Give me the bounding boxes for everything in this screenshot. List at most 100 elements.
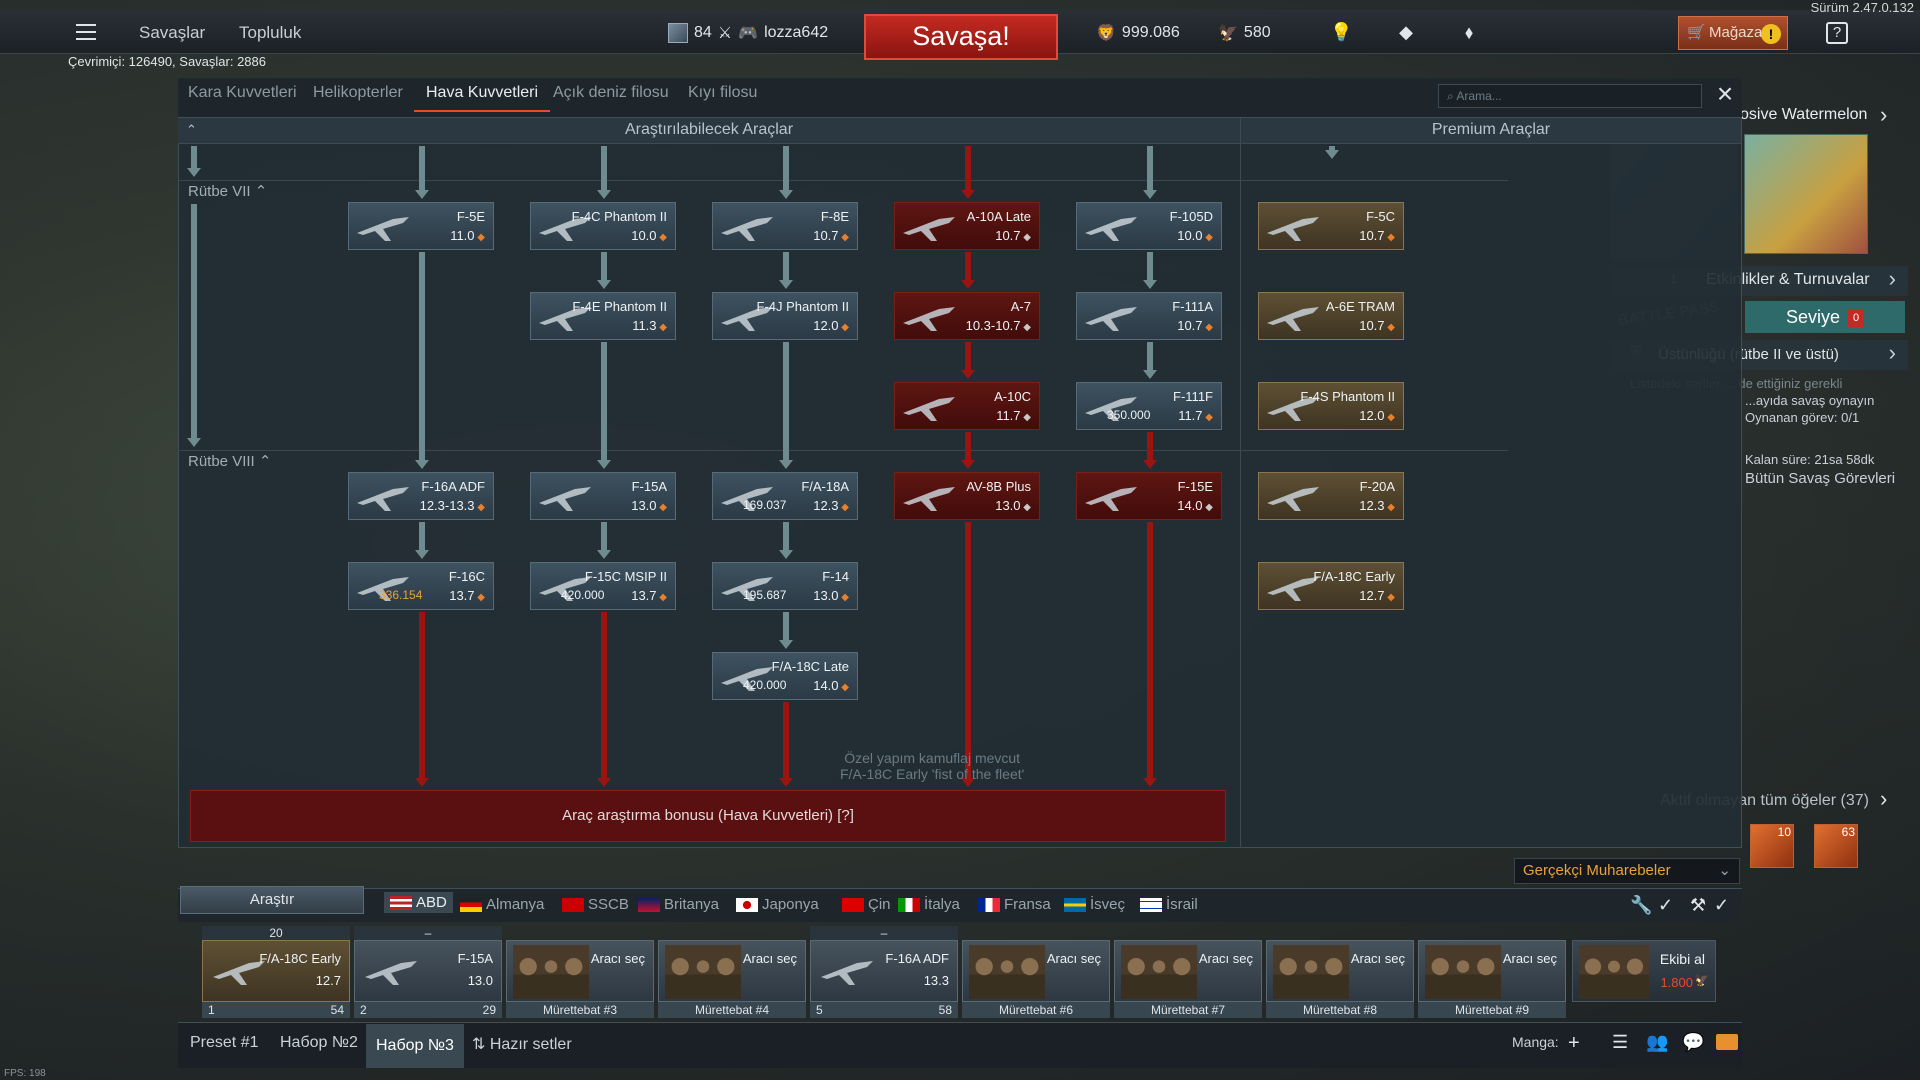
tab-helicopters[interactable]: Helikopterler bbox=[313, 84, 403, 101]
tab-aviation[interactable]: Hava Kuvvetleri bbox=[414, 84, 551, 112]
rank-7-label[interactable]: Rütbe VII ⌃ bbox=[188, 183, 268, 200]
hamburger-menu-icon[interactable] bbox=[76, 24, 96, 40]
country-tab-5[interactable]: Çin bbox=[842, 896, 891, 913]
ready-presets-button[interactable]: ⇅ Hazır setler bbox=[472, 1034, 572, 1054]
tab-coastal[interactable]: Kıyı filosu bbox=[688, 84, 758, 101]
shop-button[interactable]: 🛒 Mağaza ! bbox=[1678, 16, 1788, 50]
crew-card[interactable]: Aracı seç bbox=[1114, 940, 1262, 1002]
country-tab-7[interactable]: Fransa bbox=[978, 896, 1051, 913]
inventory-item-2[interactable]: 63 bbox=[1814, 824, 1858, 868]
crew-card[interactable]: Aracı seç bbox=[1418, 940, 1566, 1002]
friends-icon[interactable]: 👥 bbox=[1646, 1032, 1669, 1052]
preset-1[interactable]: Preset #1 bbox=[190, 1034, 259, 1051]
search-input[interactable]: ⌕ Arama... bbox=[1438, 84, 1702, 108]
event-image[interactable] bbox=[1744, 134, 1868, 254]
decal-icon[interactable]: ◆ bbox=[1399, 22, 1413, 42]
check-icon[interactable]: ✓ bbox=[1658, 895, 1674, 915]
golden-eagles[interactable]: 🦅 580 bbox=[1218, 23, 1271, 43]
battle-button[interactable]: Savaşa! bbox=[864, 14, 1058, 60]
country-tab-8[interactable]: İsveç bbox=[1064, 896, 1125, 913]
rank-8-label[interactable]: Rütbe VIII ⌃ bbox=[188, 453, 272, 470]
chevron-right-icon[interactable]: › bbox=[1880, 102, 1888, 127]
country-tab-3[interactable]: Britanya bbox=[638, 896, 719, 913]
country-tab-0[interactable]: ABD bbox=[384, 892, 453, 913]
research-bonus-bar[interactable]: Araç araştırma bonusu (Hava Kuvvetleri) … bbox=[190, 790, 1226, 842]
profile-info[interactable]: 84 ⚔ 🎮 lozza642 bbox=[668, 23, 828, 43]
country-tab-9[interactable]: İsrail bbox=[1140, 896, 1198, 913]
tab-bluewater[interactable]: Açık deniz filosu bbox=[553, 84, 669, 101]
game-mode-select[interactable]: Gerçekçi Muharebeler ⌄ bbox=[1514, 858, 1740, 884]
silver-lions[interactable]: 🦁 999.086 bbox=[1096, 23, 1180, 43]
check-all-icon[interactable]: ✓ bbox=[1714, 895, 1730, 915]
country-tab-1[interactable]: Almanya bbox=[460, 896, 544, 913]
crew-card[interactable]: Aracı seç bbox=[1266, 940, 1414, 1002]
list-icon[interactable]: ☰ bbox=[1612, 1032, 1629, 1052]
chat-icon[interactable]: 💬 bbox=[1682, 1032, 1705, 1052]
country-tab-2[interactable]: SSCB bbox=[562, 896, 629, 913]
research-button[interactable]: Araştır bbox=[180, 886, 364, 914]
inventory-item-1[interactable]: 10 bbox=[1750, 824, 1794, 868]
crew-card[interactable]: Aracı seç bbox=[506, 940, 654, 1002]
lightbulb-icon[interactable]: 💡 bbox=[1330, 22, 1353, 42]
help-button[interactable]: ? bbox=[1826, 22, 1848, 44]
tab-ground[interactable]: Kara Kuvvetleri bbox=[188, 84, 297, 101]
nav-community[interactable]: Topluluk bbox=[239, 23, 302, 42]
repair-all-icon[interactable]: ⚒ bbox=[1690, 895, 1707, 915]
all-battle-tasks-link[interactable]: Bütün Savaş Görevleri bbox=[1745, 470, 1896, 487]
collapse-up-icon[interactable]: ⌃ bbox=[186, 122, 197, 137]
event-title[interactable]: osive Watermelon bbox=[1740, 106, 1868, 123]
mail-icon[interactable] bbox=[1716, 1034, 1738, 1050]
ticket-icon[interactable]: ⬧ bbox=[1464, 22, 1474, 42]
close-icon[interactable]: × bbox=[1716, 78, 1734, 109]
nav-battles[interactable]: Savaşlar bbox=[139, 23, 206, 42]
country-tab-4[interactable]: Japonya bbox=[736, 896, 819, 913]
crew-card[interactable]: Aracı seç bbox=[658, 940, 806, 1002]
preset-2[interactable]: Набор №2 bbox=[280, 1034, 358, 1051]
chevron-right-icon[interactable]: › bbox=[1880, 786, 1888, 811]
wrench-icon[interactable]: 🔧 bbox=[1630, 895, 1653, 915]
preset-3[interactable]: Набор №3 bbox=[366, 1024, 464, 1068]
buy-crew-button[interactable]: Ekibi al 1.800 🦅 bbox=[1572, 940, 1716, 1002]
crew-card[interactable]: Aracı seç bbox=[962, 940, 1110, 1002]
country-tab-6[interactable]: İtalya bbox=[898, 896, 960, 913]
add-squad-icon[interactable]: + bbox=[1568, 1032, 1580, 1054]
